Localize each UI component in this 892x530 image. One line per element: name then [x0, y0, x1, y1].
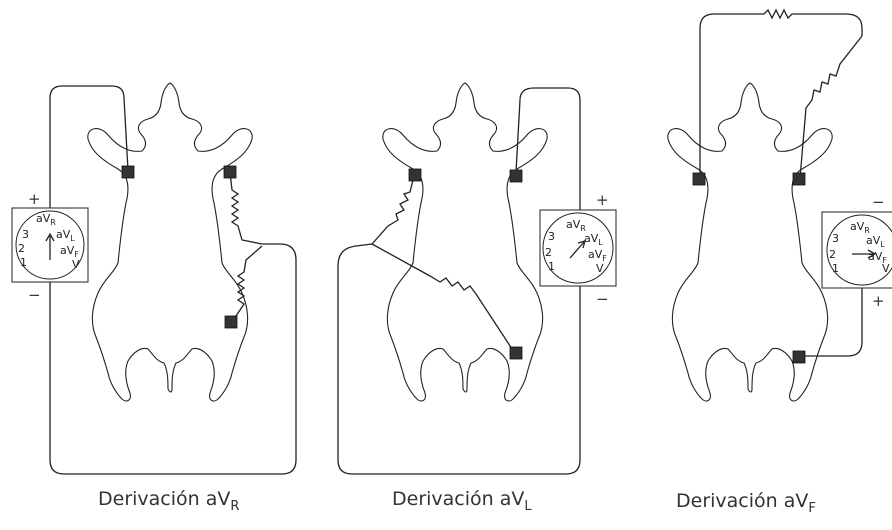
meter-scale-1: 1 — [832, 262, 839, 275]
electrode-right-front — [409, 169, 421, 181]
meter-scale-2: 2 — [545, 246, 552, 259]
electrode-right-front — [122, 166, 134, 178]
meter-scale-1: 1 — [548, 260, 555, 273]
electrode-left-rear — [793, 351, 805, 363]
panel-avf: aVR aVL aVF 3 2 1 V − + Derivación aVF — [668, 10, 892, 516]
dog-silhouette — [383, 83, 547, 401]
terminal-minus: − — [28, 286, 41, 304]
electrode-right-front — [693, 173, 705, 185]
meter-unit-v: V — [596, 262, 604, 275]
meter-unit-v: V — [72, 258, 80, 271]
meter-scale-3: 3 — [22, 228, 29, 241]
electrode-left-front — [224, 166, 236, 178]
terminal-plus: + — [28, 190, 41, 208]
meter-scale-1: 1 — [20, 256, 27, 269]
dog-silhouette — [668, 83, 832, 401]
electrode-left-rear — [510, 347, 522, 359]
panel-avr: aVR aVL aVF 3 2 1 V + − Derivación aVR — [12, 83, 296, 514]
terminal-plus: + — [872, 292, 885, 310]
wire-zigzag-front — [372, 176, 414, 244]
wire-zigzag-left — [230, 172, 262, 244]
meter-scale-2: 2 — [829, 248, 836, 261]
electrode-left-front — [793, 173, 805, 185]
electrode-left-rear — [225, 316, 237, 328]
terminal-minus: − — [872, 193, 885, 211]
terminal-plus: + — [596, 191, 609, 209]
meter-scale-3: 3 — [832, 232, 839, 245]
meter-scale-2: 2 — [18, 242, 25, 255]
electrode-left-front — [510, 170, 522, 182]
dog-silhouette — [88, 83, 252, 401]
caption-avf: Derivación aVF — [676, 490, 816, 516]
caption-avl: Derivación aVL — [392, 488, 532, 514]
meter-unit-v: V — [882, 262, 890, 275]
panel-avl: aVR aVL aVF 3 2 1 V + − Derivación aVL — [338, 83, 616, 514]
meter-scale-3: 3 — [548, 230, 555, 243]
caption-avr: Derivación aVR — [98, 488, 239, 514]
terminal-minus: − — [596, 290, 609, 308]
